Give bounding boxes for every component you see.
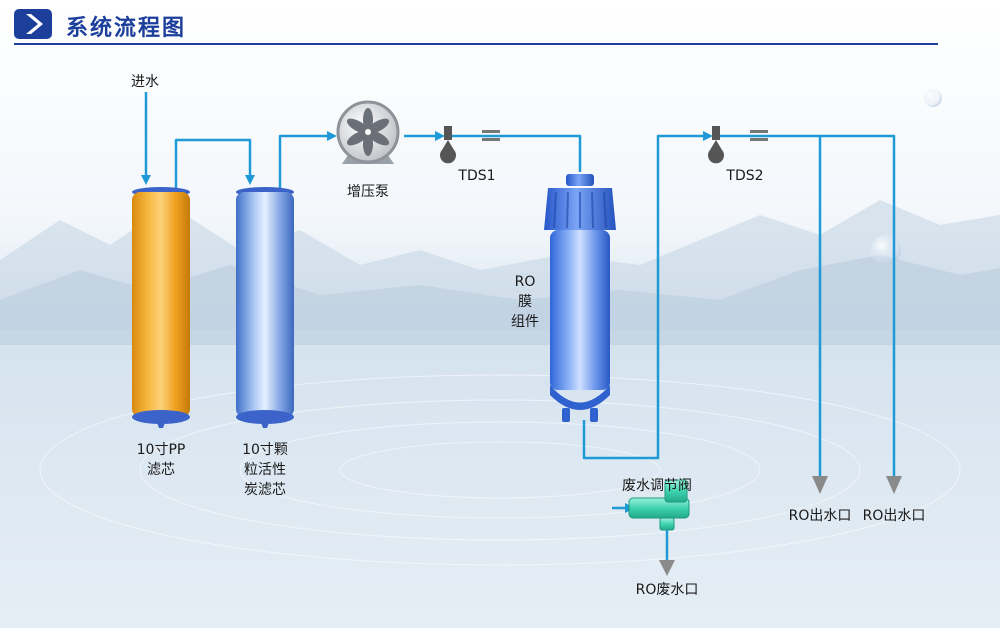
tds1-label: TDS1 (458, 168, 496, 184)
ro-membrane-housing (544, 174, 616, 422)
pump-fan-icon (336, 100, 400, 164)
pipes (141, 92, 896, 513)
pump-label: 增压泵 (347, 184, 389, 200)
product-outlet-2-label: RO出水口 (862, 508, 926, 524)
tds1-sensor-icon (440, 126, 500, 164)
carbon-filter-label-line: 炭滤芯 (244, 482, 286, 498)
carbon-filter-label: 10寸颗 粒活性 炭滤芯 (230, 440, 300, 500)
product-outlet-1-label: RO出水口 (788, 508, 852, 524)
pp-filter-label-line: 10寸PP (136, 442, 186, 458)
pipe-carbon-to-pump (278, 131, 337, 190)
pipe-tds1-to-ro (452, 134, 582, 172)
header-chevron-icon (14, 9, 52, 39)
waste-valve (628, 479, 690, 531)
carbon-filter (236, 187, 294, 428)
waste-outlet-arrow (659, 560, 675, 576)
pipe-pp-to-carbon (174, 138, 255, 190)
ro-membrane-label-line: 膜 (518, 294, 532, 310)
bubble (871, 235, 901, 265)
product-outlet-2-arrow (886, 476, 902, 494)
tds2-sensor-icon (707, 126, 768, 164)
pp-filter-label: 10寸PP 滤芯 (126, 440, 196, 480)
carbon-filter-label-line: 粒活性 (244, 462, 286, 478)
ro-membrane-label-line: RO (514, 274, 536, 290)
inlet-label: 进水 (131, 74, 159, 90)
outlet-arrows (659, 476, 902, 576)
waste-valve-label: 废水调节阀 (622, 478, 692, 494)
pp-filter (132, 187, 190, 428)
pp-filter-label-line: 滤芯 (147, 462, 175, 478)
waste-outlet-label: RO废水口 (635, 582, 699, 598)
water-ripples (39, 374, 961, 566)
product-outlet-1-arrow (812, 476, 828, 494)
ro-membrane-label-line: 组件 (511, 314, 539, 330)
carbon-filter-label-line: 10寸颗 (242, 442, 288, 458)
pipe-product-outlet-2 (720, 134, 896, 476)
tds2-label: TDS2 (726, 168, 764, 184)
bubble (924, 89, 942, 107)
ro-membrane-label: RO 膜 组件 (505, 272, 545, 332)
page-title: 系统流程图 (66, 16, 187, 41)
pipe-ro-to-tds2 (582, 131, 713, 460)
